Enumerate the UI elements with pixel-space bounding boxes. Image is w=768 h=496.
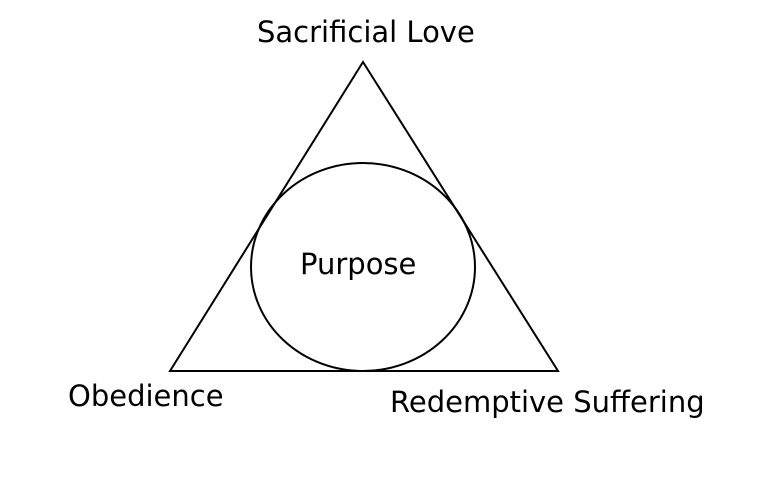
- center-label: Purpose: [300, 247, 417, 281]
- inner-circle: [250, 162, 476, 372]
- vertex-label-bottom-right: Redemptive Suffering: [390, 385, 705, 419]
- vertex-label-top: Sacrificial Love: [257, 15, 475, 49]
- triangle-outline: [168, 60, 560, 372]
- vertex-label-bottom-left: Obedience: [68, 379, 224, 413]
